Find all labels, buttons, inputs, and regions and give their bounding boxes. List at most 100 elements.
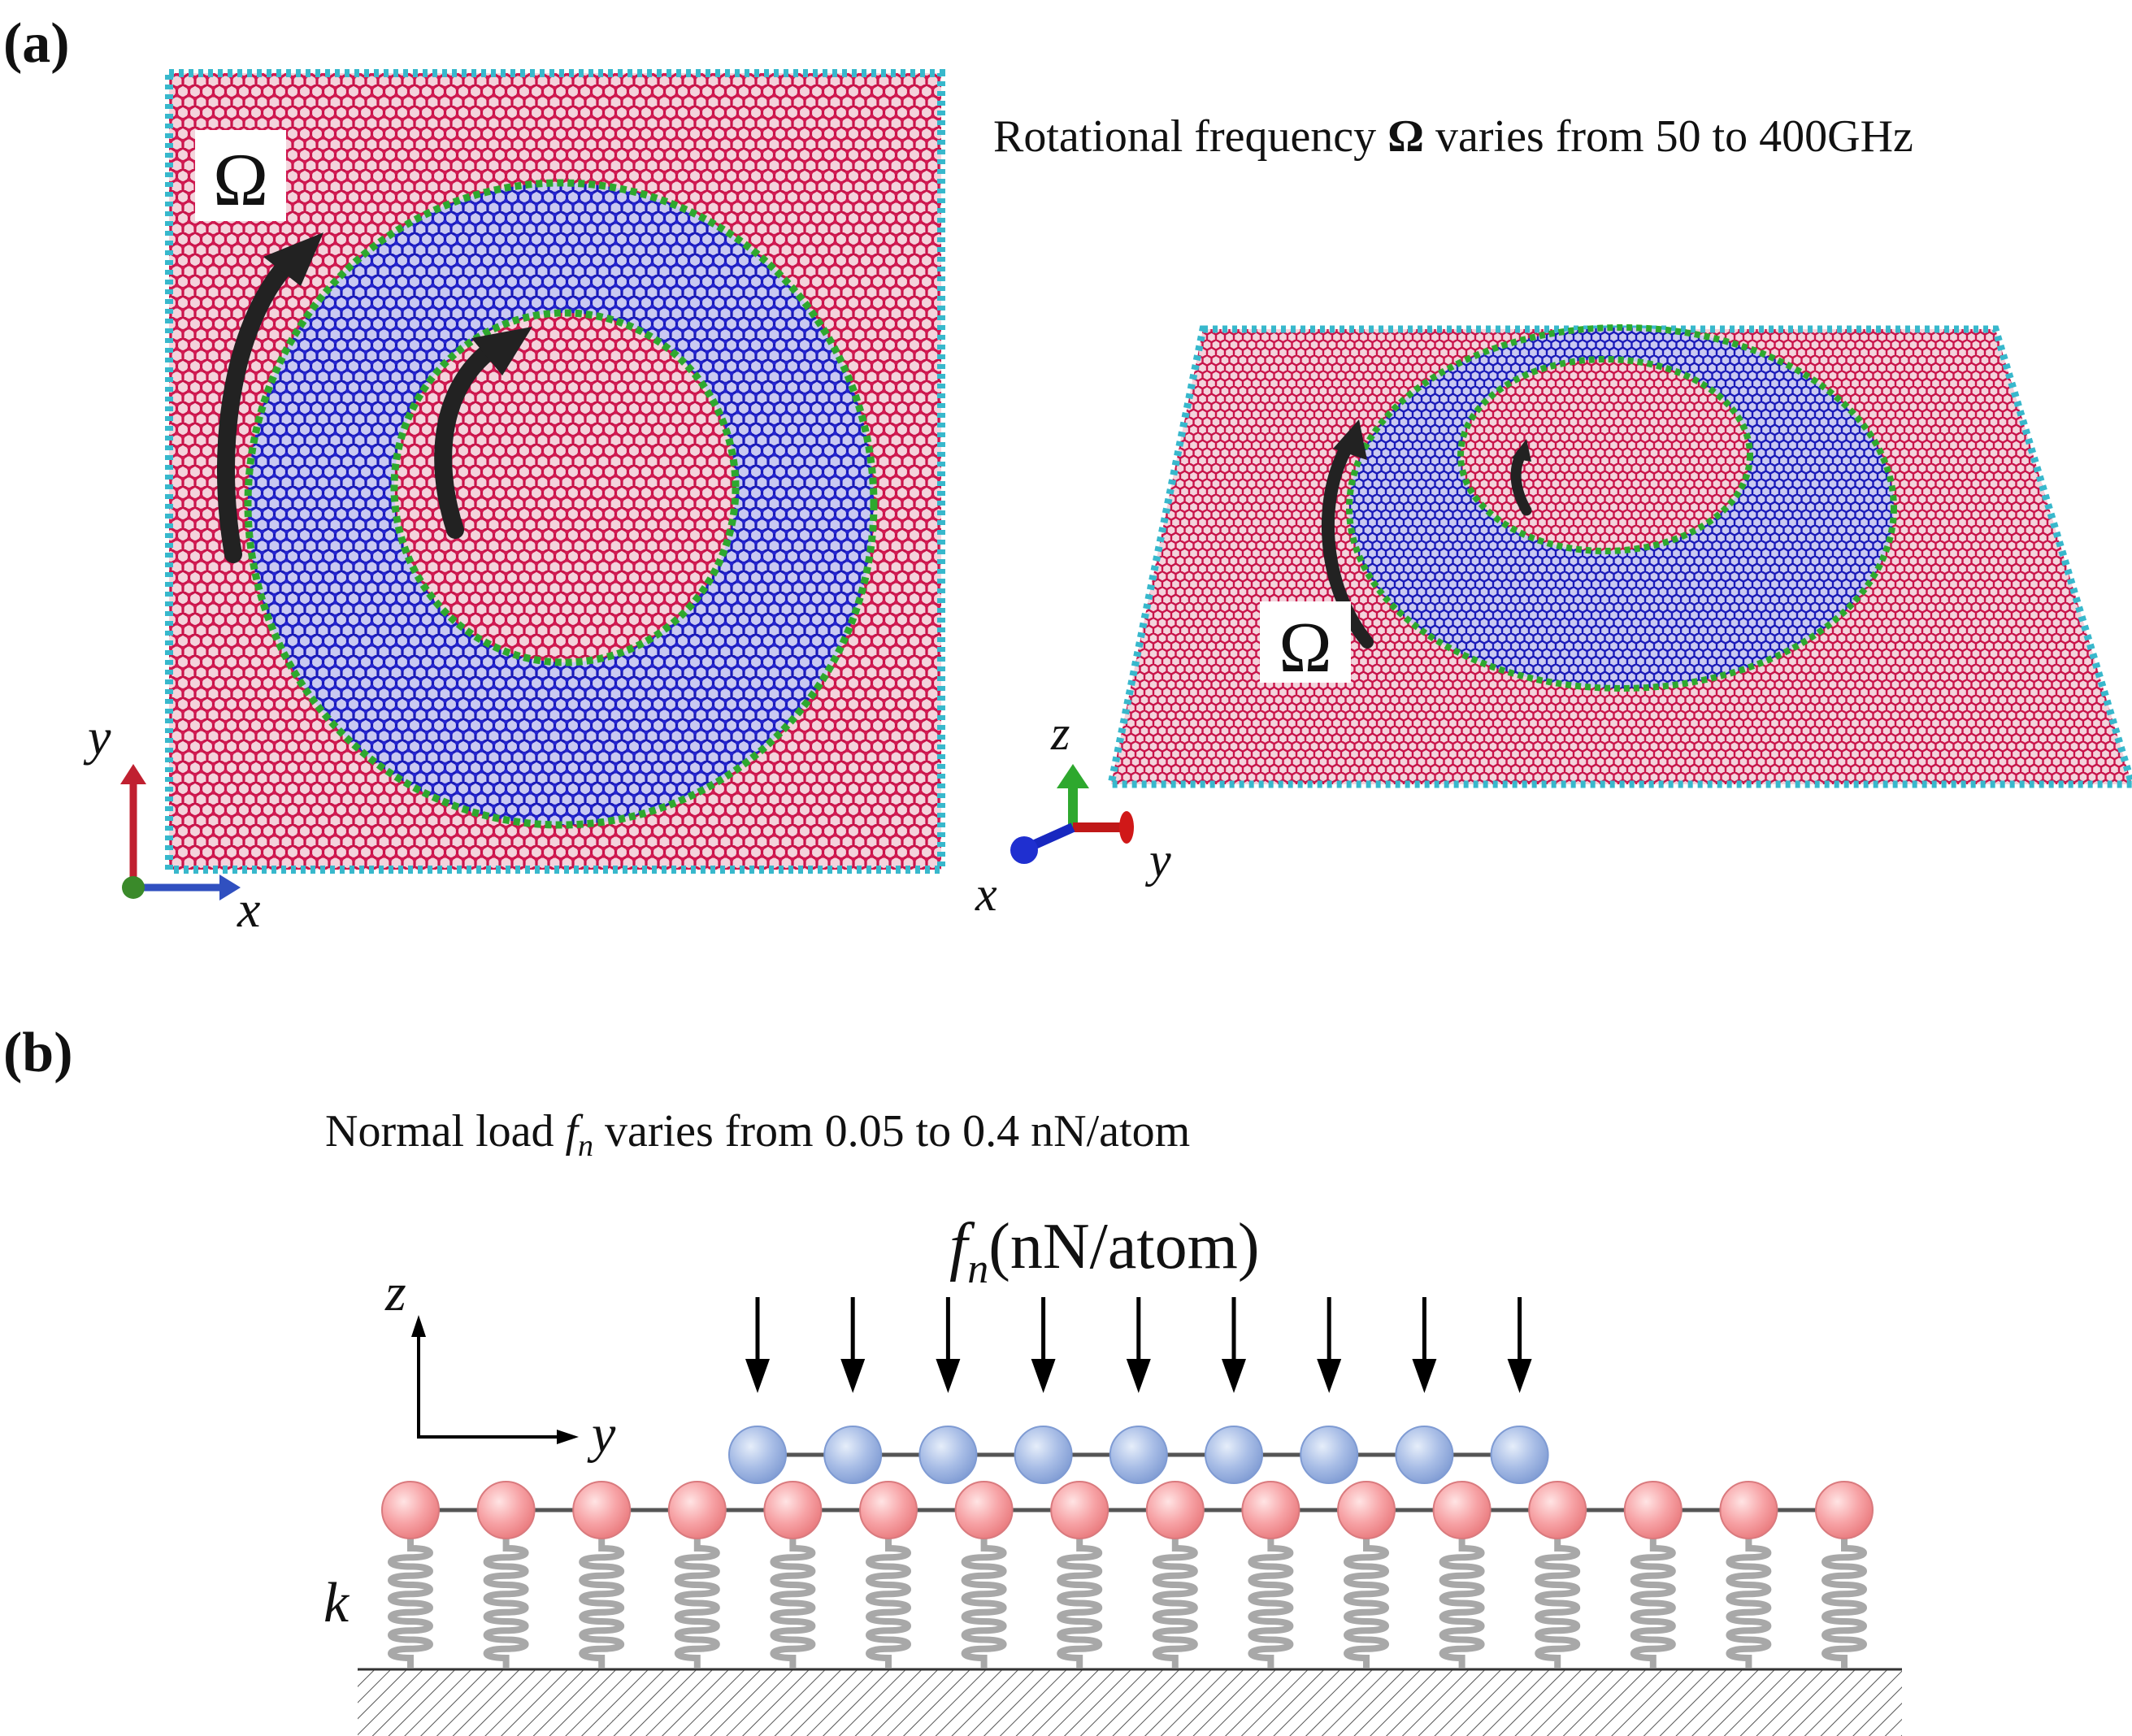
spring bbox=[579, 1539, 624, 1668]
spring bbox=[1535, 1539, 1580, 1668]
slider-atom bbox=[1014, 1426, 1073, 1484]
slider-atom bbox=[1490, 1426, 1549, 1484]
spring bbox=[1153, 1539, 1198, 1668]
tilted-inner-red bbox=[1461, 359, 1750, 551]
tilted-inner-green-ring bbox=[1457, 356, 1753, 554]
axis-y-label-left: y bbox=[83, 708, 111, 766]
spring bbox=[770, 1539, 816, 1668]
slider-atom bbox=[728, 1426, 787, 1484]
perspective-view-lattice: Ω bbox=[1106, 324, 2132, 788]
substrate-atom bbox=[1528, 1481, 1587, 1539]
spring bbox=[1344, 1539, 1389, 1668]
panel-a-label: (a) bbox=[3, 12, 70, 75]
substrate-atom bbox=[667, 1481, 727, 1539]
panel-a-caption: Rotational frequency Ω varies from 50 to… bbox=[993, 111, 1913, 162]
outer-green-ring bbox=[244, 179, 878, 829]
z-axis-arrowhead bbox=[1057, 764, 1089, 788]
omega-label-left: Ω bbox=[213, 138, 268, 221]
load-arrow-head bbox=[1222, 1359, 1246, 1393]
substrate-atom bbox=[572, 1481, 632, 1539]
spring bbox=[483, 1539, 529, 1668]
axis-x-label-left: x bbox=[237, 880, 260, 938]
substrate-atom bbox=[1623, 1481, 1683, 1539]
top-view-lattice: Ω bbox=[165, 69, 945, 874]
load-arrow-head bbox=[1507, 1359, 1532, 1393]
spring bbox=[1057, 1539, 1102, 1668]
substrate-atom bbox=[1241, 1481, 1300, 1539]
spring bbox=[1439, 1539, 1485, 1668]
omega-label-box-left bbox=[195, 130, 286, 221]
substrate-atom bbox=[1337, 1481, 1396, 1539]
load-arrows-group bbox=[745, 1297, 1532, 1393]
outer-rotation-arrow bbox=[216, 251, 300, 563]
top-view-axes: y x bbox=[83, 708, 260, 938]
load-arrow-head bbox=[1031, 1359, 1056, 1393]
spring bbox=[1248, 1539, 1294, 1668]
y-axis-cap bbox=[1119, 811, 1134, 844]
spring bbox=[1822, 1539, 1867, 1668]
axis-x-label-right: x bbox=[975, 867, 997, 921]
substrate-atom bbox=[381, 1481, 440, 1539]
slider-atom bbox=[1205, 1426, 1263, 1484]
inner-red-lattice bbox=[394, 313, 736, 662]
inner-green-ring bbox=[390, 309, 740, 666]
tilted-inner-arrowhead bbox=[1512, 439, 1531, 462]
tilted-outer-green-ring bbox=[1346, 324, 1897, 692]
load-arrow-head bbox=[1317, 1359, 1342, 1393]
spring bbox=[866, 1539, 911, 1668]
slider-atom bbox=[918, 1426, 978, 1484]
inner-rotation-arrowhead bbox=[471, 327, 532, 375]
panel-b-caption: Normal load fn varies from 0.05 to 0.4 n… bbox=[325, 1106, 1190, 1163]
inner-rotation-arrow bbox=[434, 337, 505, 539]
x-axis-cap bbox=[1010, 836, 1038, 864]
outer-rotation-arrowhead bbox=[263, 232, 323, 286]
load-arrow-head bbox=[936, 1359, 961, 1393]
omega-label-right: Ω bbox=[1279, 609, 1331, 688]
load-arrow-head bbox=[840, 1359, 866, 1393]
spring bbox=[675, 1539, 720, 1668]
load-label: fn(nN/atom) bbox=[949, 1211, 1259, 1292]
spring-constant-label: k bbox=[323, 1572, 350, 1634]
load-arrow-head bbox=[745, 1359, 770, 1393]
substrate-atom bbox=[1145, 1481, 1205, 1539]
substrate-chain bbox=[381, 1481, 1874, 1539]
substrate-atom bbox=[954, 1481, 1014, 1539]
axis-z-label-right: z bbox=[1050, 706, 1070, 760]
load-arrow-head bbox=[1412, 1359, 1437, 1393]
slider-atom bbox=[1109, 1426, 1168, 1484]
z-axis-head bbox=[411, 1315, 426, 1337]
slider-atom bbox=[1395, 1426, 1454, 1484]
spring bbox=[388, 1539, 433, 1668]
cyan-edge-atoms bbox=[165, 69, 945, 874]
slider-atom bbox=[823, 1426, 883, 1484]
panel-b-axes: z y bbox=[384, 1263, 616, 1464]
substrate-atom bbox=[1050, 1481, 1109, 1539]
y-axis-arrowhead bbox=[120, 764, 146, 784]
x-axis-arrowhead bbox=[219, 875, 241, 901]
fixed-ground bbox=[358, 1669, 1902, 1736]
tilted-outer-arrowhead bbox=[1333, 419, 1367, 460]
axis-y-label-right: y bbox=[1144, 833, 1171, 887]
slider-atom bbox=[1300, 1426, 1359, 1484]
spring bbox=[961, 1539, 1007, 1668]
substrate-atom bbox=[1719, 1481, 1778, 1539]
substrate-atom bbox=[859, 1481, 918, 1539]
tilted-cyan-edge bbox=[1106, 325, 2132, 788]
substrate-atom bbox=[1432, 1481, 1492, 1539]
axis-origin-dot bbox=[122, 876, 145, 899]
spring bbox=[1726, 1539, 1772, 1668]
load-arrow-head bbox=[1126, 1359, 1151, 1393]
substrate-atom bbox=[763, 1481, 823, 1539]
perspective-view-axes: z y x bbox=[975, 706, 1171, 921]
substrate-atom bbox=[1815, 1481, 1874, 1539]
tilted-outer-rotation-arrow bbox=[1321, 436, 1374, 649]
axis-y-label-b: y bbox=[587, 1404, 616, 1464]
springs-group bbox=[388, 1539, 1867, 1668]
y-axis-head bbox=[557, 1430, 579, 1444]
axis-z-label-b: z bbox=[384, 1263, 406, 1322]
spring bbox=[1630, 1539, 1676, 1668]
slider-chain bbox=[728, 1426, 1549, 1484]
substrate-atom bbox=[476, 1481, 536, 1539]
omega-label-box-right bbox=[1260, 601, 1351, 683]
